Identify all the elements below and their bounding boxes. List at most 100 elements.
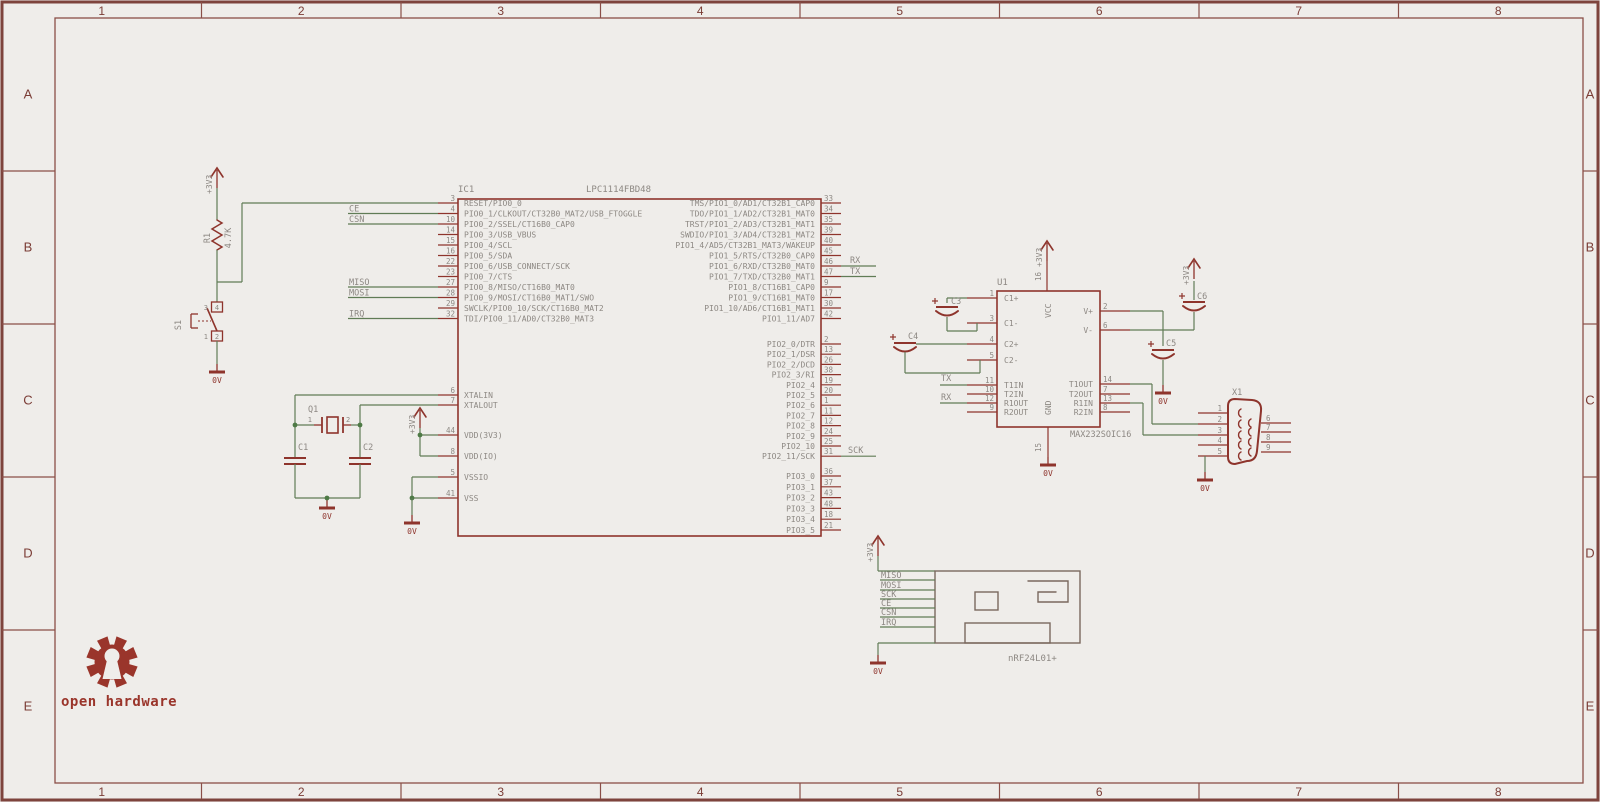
pin-label: SWCLK/PIO0_10/SCK/CT16B0_MAT2: [464, 304, 604, 313]
capacitor-ref: C2: [363, 443, 373, 453]
x1-body: [1227, 397, 1263, 466]
junction-dot: [324, 495, 330, 501]
pin-label: C1-: [1004, 319, 1018, 328]
pin-label: PIO0_1/CLKOUT/CT32B0_MAT2/USB_FTOGGLE: [464, 210, 642, 219]
pin-label: PIO1_9/CT16B1_MAT0: [728, 294, 815, 303]
pin-label: PIO0_9/MOSI/CT16B0_MAT1/SWO: [464, 294, 594, 303]
net-label-miso: MISO: [881, 571, 901, 581]
pin-number: 29: [446, 299, 455, 308]
resistor-symbol: [210, 219, 224, 251]
pin-label: C2-: [1004, 356, 1018, 365]
pin-number: 25: [824, 437, 833, 446]
x1-contact: [1247, 427, 1252, 437]
pin-number: 22: [446, 257, 455, 266]
pin-number: 7: [450, 396, 455, 405]
pin-label: TDI/PIO0_11/AD0/CT32B0_MAT3: [464, 315, 594, 324]
nrf-chip: [974, 591, 999, 611]
frame-row-label: B: [24, 240, 33, 255]
pin-number: 4: [215, 304, 219, 312]
capacitor-symbol: [1151, 353, 1175, 360]
junction-dot: [417, 432, 423, 438]
pin-label: PIO1_4/AD5/CT32B1_MAT3/WAKEUP: [675, 241, 815, 250]
pin-number: 8: [450, 447, 455, 456]
pin-number: 18: [824, 510, 834, 519]
pin-number: 7: [1266, 423, 1271, 432]
net-label-miso: MISO: [349, 278, 369, 288]
capacitor-ref: C3: [951, 297, 961, 307]
pin-label: T1OUT: [1069, 380, 1093, 389]
pin-number: 14: [446, 226, 456, 235]
capacitor-ref: C5: [1166, 339, 1176, 349]
frame-column-label: 6: [1096, 785, 1103, 799]
u1-ref: U1: [997, 278, 1008, 288]
pin-number: 33: [824, 194, 833, 203]
frame-column-label: 1: [98, 4, 105, 18]
u1-value: MAX232SOIC16: [1070, 430, 1131, 440]
frame-column-label: 1: [98, 785, 105, 799]
pin-number: 3: [450, 194, 455, 203]
nrf-connector: [964, 622, 1051, 644]
net-label-tx: TX: [850, 267, 861, 277]
vcc-symbol: [1040, 239, 1054, 251]
pin-label: R1OUT: [1004, 399, 1028, 408]
net-label-irq: IRQ: [349, 310, 364, 320]
gnd-label: 0V: [1200, 484, 1210, 493]
pin-label: PIO1_8/CT16B1_CAP0: [728, 283, 815, 292]
pin-number: 2: [346, 416, 350, 424]
pin-number: 13: [824, 345, 833, 354]
pin-number: 14: [1103, 375, 1113, 384]
pin-label: R1IN: [1074, 399, 1093, 408]
pin-number: 19: [824, 376, 833, 385]
pin-number: 8: [1266, 433, 1271, 442]
x1-contact: [1237, 440, 1242, 450]
pin-number: 1: [308, 416, 312, 424]
frame-row-label: A: [1586, 87, 1595, 102]
pin-label: VSSIO: [464, 473, 488, 482]
pin-label: PIO0_2/SSEL/CT16B0_CAP0: [464, 220, 575, 229]
pin-number: 9: [1266, 443, 1271, 452]
switch-contact: [210, 301, 224, 313]
capacitor-symbol: [1182, 305, 1206, 312]
pin-label: PIO3_2: [786, 494, 815, 503]
pin-label: TMS/PIO1_0/AD1/CT32B1_CAP0: [690, 199, 815, 208]
nrf-antenna: [1027, 580, 1069, 603]
pin-label: SWDIO/PIO1_3/AD4/CT32B1_MAT2: [680, 231, 815, 240]
pin-number: 3: [1217, 426, 1222, 435]
net-label-sck: SCK: [848, 446, 864, 456]
s1-ref: S1: [174, 320, 184, 330]
pin-label: T2IN: [1004, 390, 1023, 399]
pin-number: 8: [1103, 403, 1108, 412]
frame-column-label: 6: [1096, 4, 1103, 18]
pin-number: 9: [989, 403, 994, 412]
r1-value: 4.7K: [224, 227, 234, 248]
pin-number: 43: [824, 489, 833, 498]
vcc-label: +3V3: [408, 415, 417, 434]
pin-number: 3: [989, 314, 994, 323]
pin-label: PIO0_8/MISO/CT16B0_MAT0: [464, 283, 575, 292]
pin-label: GND: [1044, 400, 1053, 415]
vcc-symbol: [871, 534, 885, 546]
pin-label: PIO3_3: [786, 504, 815, 513]
pin-label: PIO2_6: [786, 401, 815, 410]
pin-number: 42: [824, 310, 833, 319]
frame-row-label: D: [23, 546, 32, 561]
x1-contact: [1237, 451, 1242, 461]
pin-number: 35: [824, 215, 833, 224]
nrf-value: nRF24L01+: [1008, 654, 1057, 664]
ic1-value: LPC1114FBD48: [586, 185, 651, 195]
pin-number: 6: [450, 386, 455, 395]
gnd-label: 0V: [407, 527, 417, 536]
net-label-csn: CSN: [881, 608, 896, 618]
switch-lever: [206, 307, 218, 332]
pin-number: 15: [446, 236, 455, 245]
pin-label: PIO2_0/DTR: [767, 340, 815, 349]
gnd-label: 0V: [322, 512, 332, 521]
frame-inner-border: [54, 17, 1584, 784]
junction-dot: [292, 422, 298, 428]
open-hardware-logo-text: open hardware: [61, 694, 177, 710]
net-label-rx: RX: [850, 256, 861, 266]
frame-row-label: C: [1585, 393, 1594, 408]
ic1-body: [457, 198, 822, 537]
